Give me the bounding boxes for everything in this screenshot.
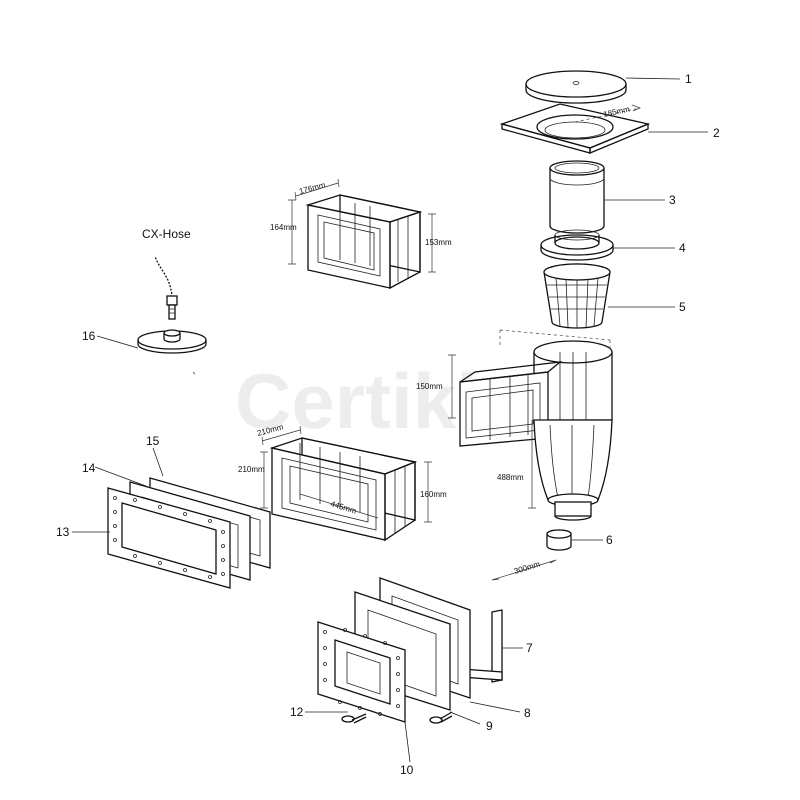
part-lid [525,70,627,104]
label-part-10: 10 [400,763,414,777]
part-collar-ring [540,229,614,261]
part-tail-piece [546,529,572,551]
label-part-2: 2 [713,126,720,140]
part-extension-cylinder [549,160,605,234]
label-part-3: 3 [669,193,676,207]
part-skimmer-body [448,329,613,521]
dim-300: 300mm [513,559,541,576]
part-wide-faceplate-set [107,477,271,589]
label-part-7: 7 [526,641,533,655]
label-part-1: 1 [685,72,692,86]
part-standard-faceplate-set [317,577,503,724]
dim-160: 160mm [420,490,447,499]
dim-210-side: 210mm [238,465,265,474]
part-strainer-basket [543,263,611,329]
label-part-6: 6 [606,533,613,547]
dim-153: 153mm [425,238,452,247]
label-part-9: 9 [486,719,493,733]
dim-488: 488mm [497,473,524,482]
part-wide-mouth [260,425,432,542]
part-square-flange [499,103,651,154]
label-part-5: 5 [679,300,686,314]
dim-150: 150mm [416,382,443,391]
part-vacuum-plate [137,255,207,376]
label-part-13: 13 [56,525,70,539]
label-part-16: 16 [82,329,96,343]
dimension-labels: 185mm 176mm 164mm 153mm 150mm 488mm 300m… [238,105,631,576]
dim-176: 176mm [298,180,326,196]
dim-164: 164mm [270,223,297,232]
label-part-15: 15 [146,434,160,448]
leader-lines [72,77,708,763]
part-screws [341,711,453,724]
hose-label: CX-Hose [142,227,191,241]
dim-300-arrow [491,559,557,581]
part-standard-mouth [288,178,436,290]
label-part-8: 8 [524,706,531,720]
label-part-4: 4 [679,241,686,255]
part-number-labels: 1 2 3 4 5 6 7 8 9 10 12 13 14 15 16 [56,72,720,777]
label-part-14: 14 [82,461,96,475]
label-part-12: 12 [290,705,304,719]
